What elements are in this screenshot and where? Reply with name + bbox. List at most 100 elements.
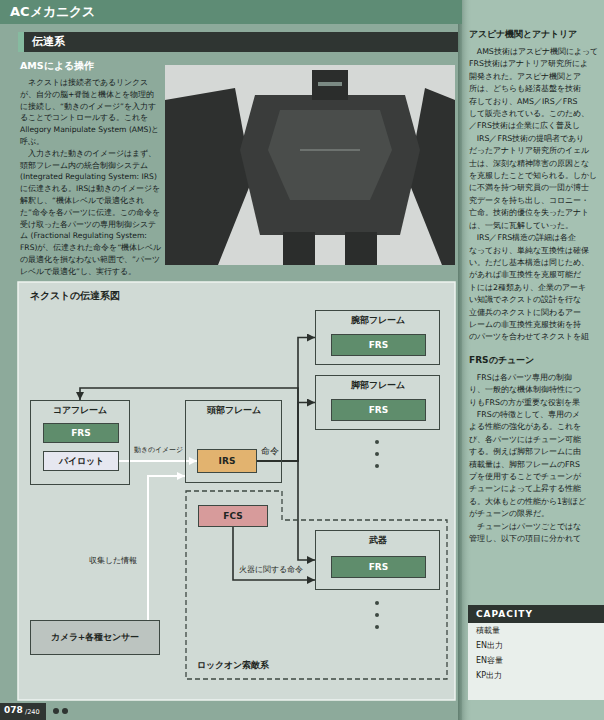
frame-label: 頭部フレーム bbox=[186, 405, 281, 416]
head-visor bbox=[318, 82, 342, 86]
body-line: IRS／FRS技術の提唱者であり bbox=[469, 133, 603, 145]
box-label: FRS bbox=[369, 405, 389, 416]
frs-box: FRS bbox=[331, 556, 426, 578]
body-line: よる性能の強化がある。これを bbox=[469, 421, 603, 433]
body-line: に不満を持つ研究員の一団が博士 bbox=[469, 182, 603, 194]
sensor-box: カメラ+各種センサー bbox=[30, 620, 160, 655]
box-label: IRS bbox=[219, 456, 236, 467]
frame-box: 脚部フレームFRS bbox=[315, 375, 440, 430]
body-line: 士は、深刻な精神障害の原因とな bbox=[469, 158, 603, 170]
connector bbox=[233, 527, 315, 580]
capacity-heading: CAPACITY bbox=[468, 605, 604, 623]
shoulder-right bbox=[408, 88, 455, 265]
body-line: する。例えば脚部フレームに由 bbox=[469, 446, 603, 458]
capacity-item: 積載量 bbox=[468, 623, 604, 638]
page-number: 078 bbox=[4, 705, 23, 715]
diagram-panel bbox=[18, 282, 455, 700]
body-line: び、各パーツにはチューン可能 bbox=[469, 434, 603, 446]
leg-left bbox=[283, 232, 315, 265]
diagram-title: ネクストの伝達系図 bbox=[30, 289, 120, 303]
dot bbox=[375, 464, 379, 468]
body-line: のパーツを合わせてネクストを組 bbox=[469, 331, 603, 343]
footer-dot bbox=[62, 708, 68, 714]
box-label: FRS bbox=[71, 428, 91, 439]
body-line: IRS／FRS構造の詳細は各企 bbox=[469, 232, 603, 244]
capacity-item: KP出力 bbox=[468, 668, 604, 683]
body-line: だったアナトリア研究所のイェル bbox=[469, 145, 603, 157]
body-line: る。大体もとの性能から1割ほど bbox=[469, 496, 603, 508]
lockon-region: ロックオン索敵系 FCS 武器 FRS bbox=[185, 490, 448, 680]
section-heading: アスピナ機関とアナトリア bbox=[469, 28, 603, 41]
box-label: パイロット bbox=[59, 456, 104, 467]
panel-line bbox=[300, 149, 360, 151]
connector bbox=[257, 403, 315, 462]
connector bbox=[148, 476, 185, 620]
body-line: チューンはパーツごとではな bbox=[469, 521, 603, 533]
body-line: りもFRSの方が重要な役割を果 bbox=[469, 397, 603, 409]
header-band: ACメカニクス bbox=[0, 0, 462, 24]
edge-label: 命令 bbox=[260, 447, 280, 457]
body-line: 開発された。アスピナ機関とア bbox=[469, 71, 603, 83]
body-line: は、一気に瓦解していった。 bbox=[469, 220, 603, 232]
body-line: ／FRS技術は企業に広く普及し bbox=[469, 120, 603, 132]
frame-label: コアフレーム bbox=[31, 405, 129, 416]
body-line: 管理し、以下の項目に分かれて bbox=[469, 533, 603, 545]
frs-box: FRS bbox=[43, 423, 119, 443]
dot bbox=[375, 452, 379, 456]
body-line: 立傭兵のネクストに関わるアー bbox=[469, 307, 603, 319]
edge-label: 火器に関する命令 bbox=[238, 566, 304, 575]
edge-label: 収集した情報 bbox=[88, 556, 138, 565]
body-line: レームの非互換性克服技術を持 bbox=[469, 319, 603, 331]
chest-plate bbox=[268, 110, 392, 200]
section-title-bar: 伝達系 bbox=[18, 32, 458, 52]
region-label: ロックオン索敵系 bbox=[197, 659, 269, 672]
header-text: ACメカニクス bbox=[10, 0, 462, 24]
body-line: い知識でネクストの設計を行な bbox=[469, 294, 603, 306]
dashed-outline bbox=[186, 491, 447, 679]
fcs-box: FCS bbox=[198, 505, 268, 527]
photo-ground bbox=[165, 65, 455, 265]
body-line: を克服したことで知られる。しかし bbox=[469, 170, 603, 182]
dot bbox=[375, 625, 379, 629]
frs-box: FRS bbox=[331, 399, 426, 421]
frs-box: FRS bbox=[331, 334, 426, 356]
leg-right bbox=[345, 232, 377, 265]
section-title: 伝達系 bbox=[32, 32, 458, 52]
irs-box: IRS bbox=[197, 449, 257, 473]
body-line: プを使用することでチューンが bbox=[469, 471, 603, 483]
edge-label: 動きのイメージ bbox=[133, 446, 184, 454]
body-line: 所は、どちらも経済基盤を技術 bbox=[469, 83, 603, 95]
right-column: アスピナ機関とアナトリアAMS技術はアスピナ機関によってFRS技術はアナトリア研… bbox=[469, 28, 603, 545]
body-line: 積載量は、脚部フレームのFRS bbox=[469, 459, 603, 471]
section-heading: FRSのチューン bbox=[469, 354, 603, 367]
body-line: FRSは各パーツ専用の制御 bbox=[469, 372, 603, 384]
head bbox=[312, 70, 348, 100]
frame-box: 腕部フレーム FRS bbox=[315, 310, 440, 365]
right-page bbox=[462, 0, 604, 720]
body-line: して販売されている。このため、 bbox=[469, 108, 603, 120]
dot bbox=[375, 601, 379, 605]
page-total: /240 bbox=[25, 708, 40, 716]
mech-illustration bbox=[165, 65, 455, 265]
footer-bar bbox=[0, 703, 46, 720]
frame-box: 頭部フレーム IRS bbox=[185, 400, 282, 483]
pilot-box: パイロット bbox=[43, 451, 119, 471]
dot bbox=[375, 613, 379, 617]
dot bbox=[375, 440, 379, 444]
footer-dot bbox=[53, 708, 59, 714]
section-heading: AMSによる操作 bbox=[20, 60, 162, 73]
body-line: り、一般的な機体制御特性につ bbox=[469, 384, 603, 396]
box-label: カメラ+各種センサー bbox=[51, 631, 140, 644]
body-line: い。ただし基本構造は同じため、 bbox=[469, 257, 603, 269]
shoulder-left bbox=[165, 88, 252, 265]
frame-label: 武器 bbox=[316, 535, 439, 546]
capacity-item: EN容量 bbox=[468, 653, 604, 668]
body-line: なっており、単純な互換性は確保 bbox=[469, 245, 603, 257]
body-paragraph: 入力された動きのイメージはまず、頭部フレーム内の統合制御システム (Integr… bbox=[20, 148, 162, 278]
weapon-box: 武器 FRS bbox=[315, 530, 440, 590]
frame-label: 腕部フレーム bbox=[316, 315, 439, 326]
body-line: AMS技術はアスピナ機関によって bbox=[469, 46, 603, 58]
body-line: FRSの特徴として、専用のメ bbox=[469, 409, 603, 421]
